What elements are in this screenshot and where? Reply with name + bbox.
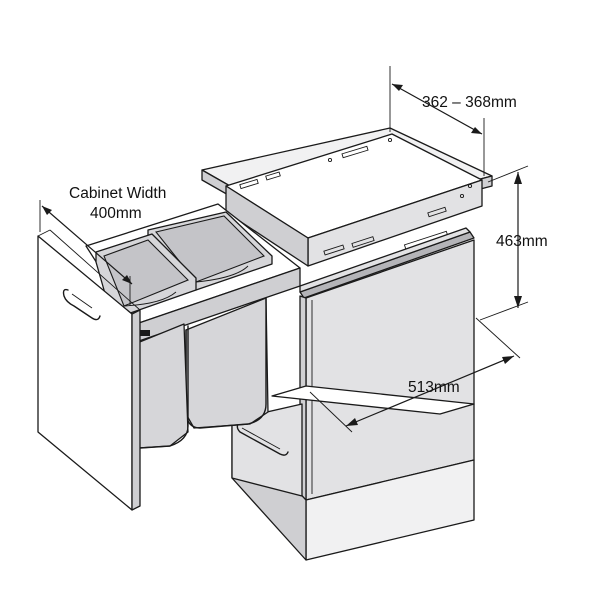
left-door-edge bbox=[131, 309, 141, 511]
left-door-top-back bbox=[49, 229, 141, 311]
dim-arrow-start bbox=[392, 84, 403, 91]
lower-drawer-handle-inner bbox=[241, 427, 281, 450]
dim-line-length bbox=[345, 355, 515, 427]
dim-arrow-end bbox=[514, 296, 522, 308]
label-length: 513mm bbox=[408, 379, 460, 396]
dimension-height bbox=[479, 165, 529, 321]
rail-hole bbox=[387, 137, 393, 143]
dim-line-depth bbox=[391, 83, 483, 135]
label-depth-range: 362 – 368mm bbox=[422, 94, 517, 111]
rail-hole bbox=[467, 183, 473, 189]
runner-assembly bbox=[201, 127, 493, 299]
dim-ext-top bbox=[487, 165, 529, 183]
bin-rear-rim-curve bbox=[195, 265, 249, 283]
dimension-depth-range bbox=[389, 66, 485, 176]
dim-arrow-end bbox=[502, 356, 514, 364]
label-cabinet-width-title: Cabinet Width bbox=[69, 185, 166, 202]
left-door-panel bbox=[37, 229, 141, 511]
dim-arrow-start bbox=[514, 172, 522, 184]
rail-hole bbox=[459, 193, 465, 199]
rail-slot bbox=[265, 171, 281, 181]
frame-logo-badge bbox=[140, 330, 150, 336]
plinth-top bbox=[271, 385, 475, 415]
dim-ext-right bbox=[475, 317, 521, 359]
dimension-length bbox=[309, 317, 521, 433]
dim-arrow-start bbox=[42, 206, 52, 215]
dim-line-width bbox=[41, 205, 133, 285]
dim-ext-bottom bbox=[479, 301, 529, 321]
rail-slot-details bbox=[239, 137, 473, 256]
rail-slot bbox=[323, 244, 345, 256]
left-door-handle bbox=[62, 288, 101, 321]
lower-drawer-handle bbox=[236, 423, 289, 456]
left-door-top-edge bbox=[37, 229, 51, 237]
runner-frame-front bbox=[225, 185, 309, 267]
label-cabinet-width-value: 400mm bbox=[90, 205, 142, 222]
left-door-handle-inner bbox=[71, 293, 93, 309]
rail-slot bbox=[351, 236, 375, 248]
label-height: 463mm bbox=[496, 233, 548, 250]
dim-arrow-end bbox=[122, 275, 132, 284]
dim-arrow-start bbox=[346, 418, 358, 426]
rail-hole bbox=[327, 157, 333, 163]
lower-drawer bbox=[231, 403, 303, 497]
bins bbox=[95, 211, 273, 449]
rail-slot bbox=[341, 145, 369, 159]
lower-drawer-front bbox=[231, 403, 303, 497]
plinth-box bbox=[231, 385, 475, 561]
dimension-cabinet-width bbox=[39, 200, 133, 306]
dim-arrow-end bbox=[471, 127, 482, 134]
rail-slot bbox=[239, 178, 259, 190]
runner-lower-bar-top bbox=[299, 227, 471, 293]
rail-slot bbox=[427, 206, 447, 218]
dim-ext-left bbox=[309, 391, 353, 433]
